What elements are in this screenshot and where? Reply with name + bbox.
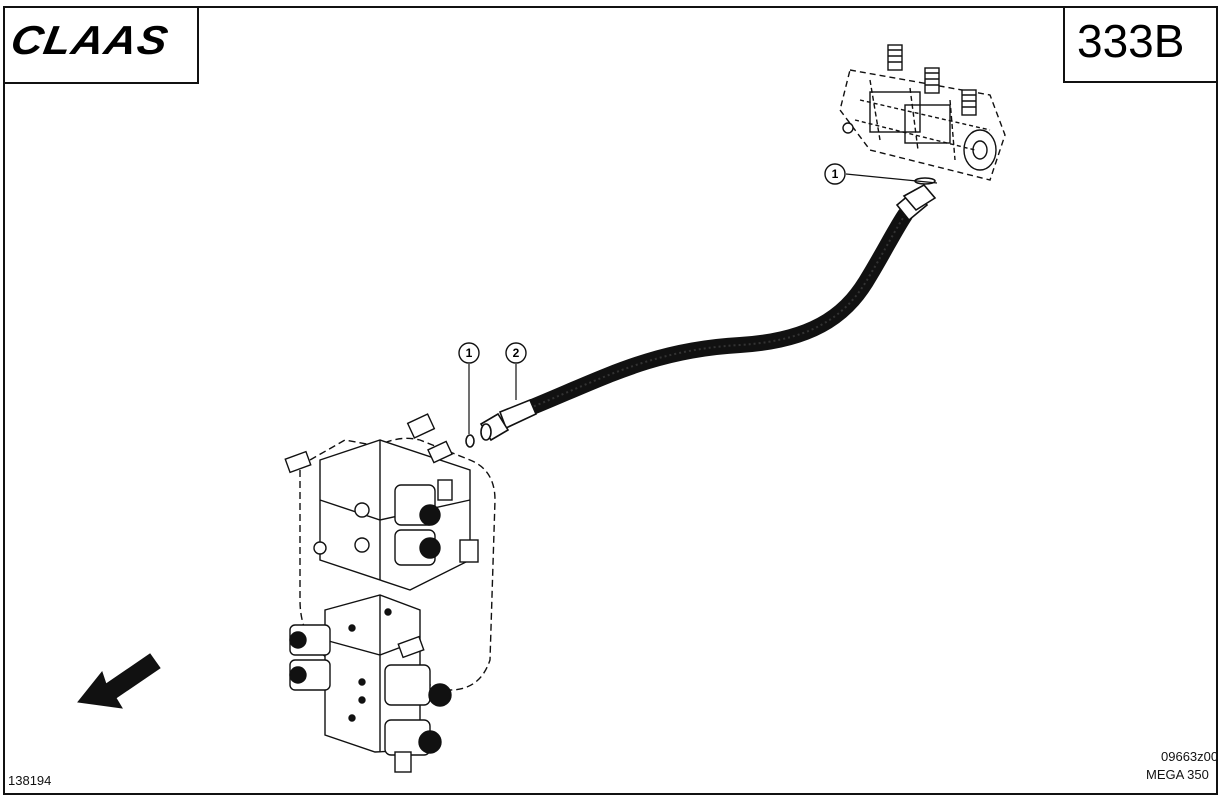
callout-2-marker: 2 bbox=[505, 342, 527, 400]
callout-1-top-marker: 1 bbox=[824, 163, 938, 185]
sheet-frame bbox=[3, 6, 1218, 795]
logo-box bbox=[3, 6, 199, 84]
arrow-down-left-icon bbox=[77, 653, 161, 709]
callout-1-left-marker: 1 bbox=[458, 342, 480, 434]
reference-number: 138194 bbox=[8, 773, 52, 788]
drawing-number: 09663z00 bbox=[1161, 749, 1219, 764]
callout-1-left-label: 1 bbox=[466, 346, 473, 360]
model-name: MEGA 350 bbox=[1146, 767, 1209, 782]
callout-2-label: 2 bbox=[513, 346, 520, 360]
callout-1-top-label: 1 bbox=[832, 167, 839, 181]
hydraulic-hose bbox=[512, 207, 913, 420]
valve-block bbox=[284, 413, 496, 773]
hose-fitting-lower bbox=[465, 398, 538, 448]
page-code: 333B bbox=[1077, 15, 1185, 67]
page-code-box bbox=[1063, 6, 1218, 83]
pump-assembly bbox=[839, 44, 1006, 181]
